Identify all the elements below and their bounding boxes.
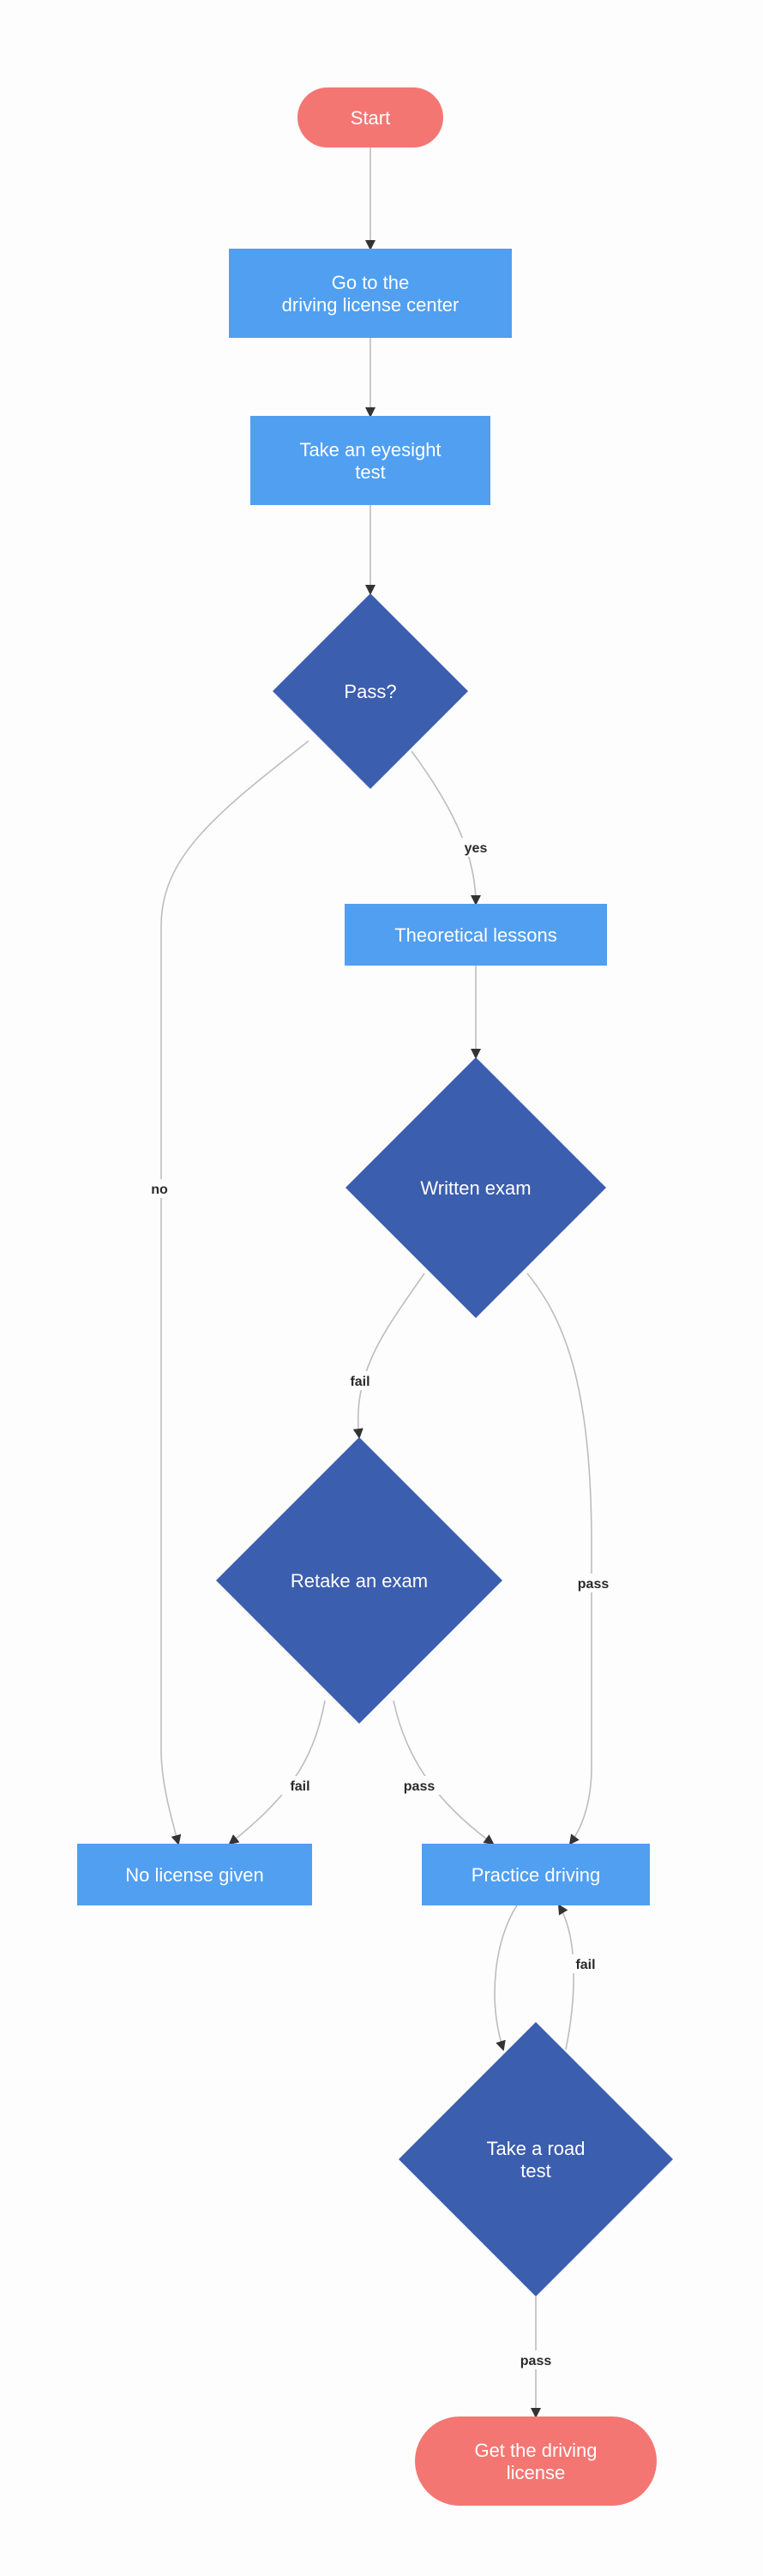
process-box	[77, 1844, 312, 1905]
node-label-line: Take a road	[487, 2138, 586, 2159]
edge-label-pass: pass	[578, 1577, 610, 1592]
decision-diamond	[216, 1437, 502, 1724]
edge-pass-q-to-theory	[411, 750, 481, 906]
edge-label-background	[398, 1776, 441, 1795]
edge-label-background	[339, 1371, 382, 1390]
node-label-line: license	[507, 2462, 565, 2483]
node-practice: Practice driving	[422, 1844, 650, 1905]
node-label-line: Theoretical lessons	[394, 924, 557, 946]
node-theory: Theoretical lessons	[345, 904, 607, 966]
node-label-line: test	[355, 461, 385, 483]
node-start: Start	[297, 87, 443, 147]
node-label-line: driving license center	[282, 294, 460, 316]
node-written: Written exam	[345, 1057, 606, 1318]
decision-diamond	[273, 593, 468, 789]
edge-label-background	[147, 1179, 172, 1198]
node-label-line: Retake an exam	[291, 1570, 428, 1592]
decision-diamond	[399, 2022, 673, 2296]
edge-label-pass: pass	[520, 2354, 552, 2368]
edge-retake-to-practice	[393, 1700, 495, 1845]
node-label-line: Practice driving	[472, 1864, 600, 1886]
edge-label-background	[514, 2350, 557, 2369]
node-label-line: Start	[351, 107, 390, 129]
edge-label-pass: pass	[404, 1779, 436, 1794]
node-label-line: Go to the	[332, 272, 410, 293]
terminal-pill	[415, 2417, 657, 2506]
edge-label-fail: fail	[290, 1779, 309, 1794]
edge-label-background	[279, 1776, 321, 1795]
edge-label-background	[572, 1574, 615, 1592]
terminal-pill	[297, 87, 443, 147]
edge-label-background	[564, 1954, 607, 1973]
node-label-line: Take an eyesight	[299, 439, 441, 460]
edge-labels-layer: yes no fail pass fail pass fail pass	[147, 838, 615, 2369]
edge-label-no: no	[151, 1183, 168, 1197]
edge-label-yes: yes	[465, 841, 488, 856]
node-pass-q: Pass?	[273, 593, 468, 789]
edge-label-background	[459, 838, 493, 857]
edge-label-fail: fail	[350, 1375, 369, 1389]
process-box	[250, 416, 490, 505]
edge-label-fail: fail	[575, 1958, 595, 1972]
process-box	[422, 1844, 650, 1905]
node-label-line: Get the driving	[474, 2440, 597, 2461]
edge-road-test-to-practice	[557, 1904, 574, 2050]
node-label-line: No license given	[125, 1864, 263, 1886]
edge-written-to-practice	[526, 1273, 592, 1845]
decision-diamond	[345, 1057, 606, 1318]
edge-pass-q-to-no-license	[160, 740, 309, 1845]
process-box	[229, 249, 512, 338]
node-label-line: Pass?	[344, 681, 396, 702]
process-box	[345, 904, 607, 966]
node-no-license: No license given	[77, 1844, 312, 1905]
edge-written-to-retake	[352, 1273, 425, 1439]
node-label-line: test	[520, 2160, 550, 2182]
node-label-line: Written exam	[420, 1177, 531, 1199]
edge-practice-to-road-test	[494, 1905, 518, 2051]
edge-retake-to-no-license	[228, 1700, 326, 1845]
node-retake: Retake an exam	[216, 1437, 502, 1724]
